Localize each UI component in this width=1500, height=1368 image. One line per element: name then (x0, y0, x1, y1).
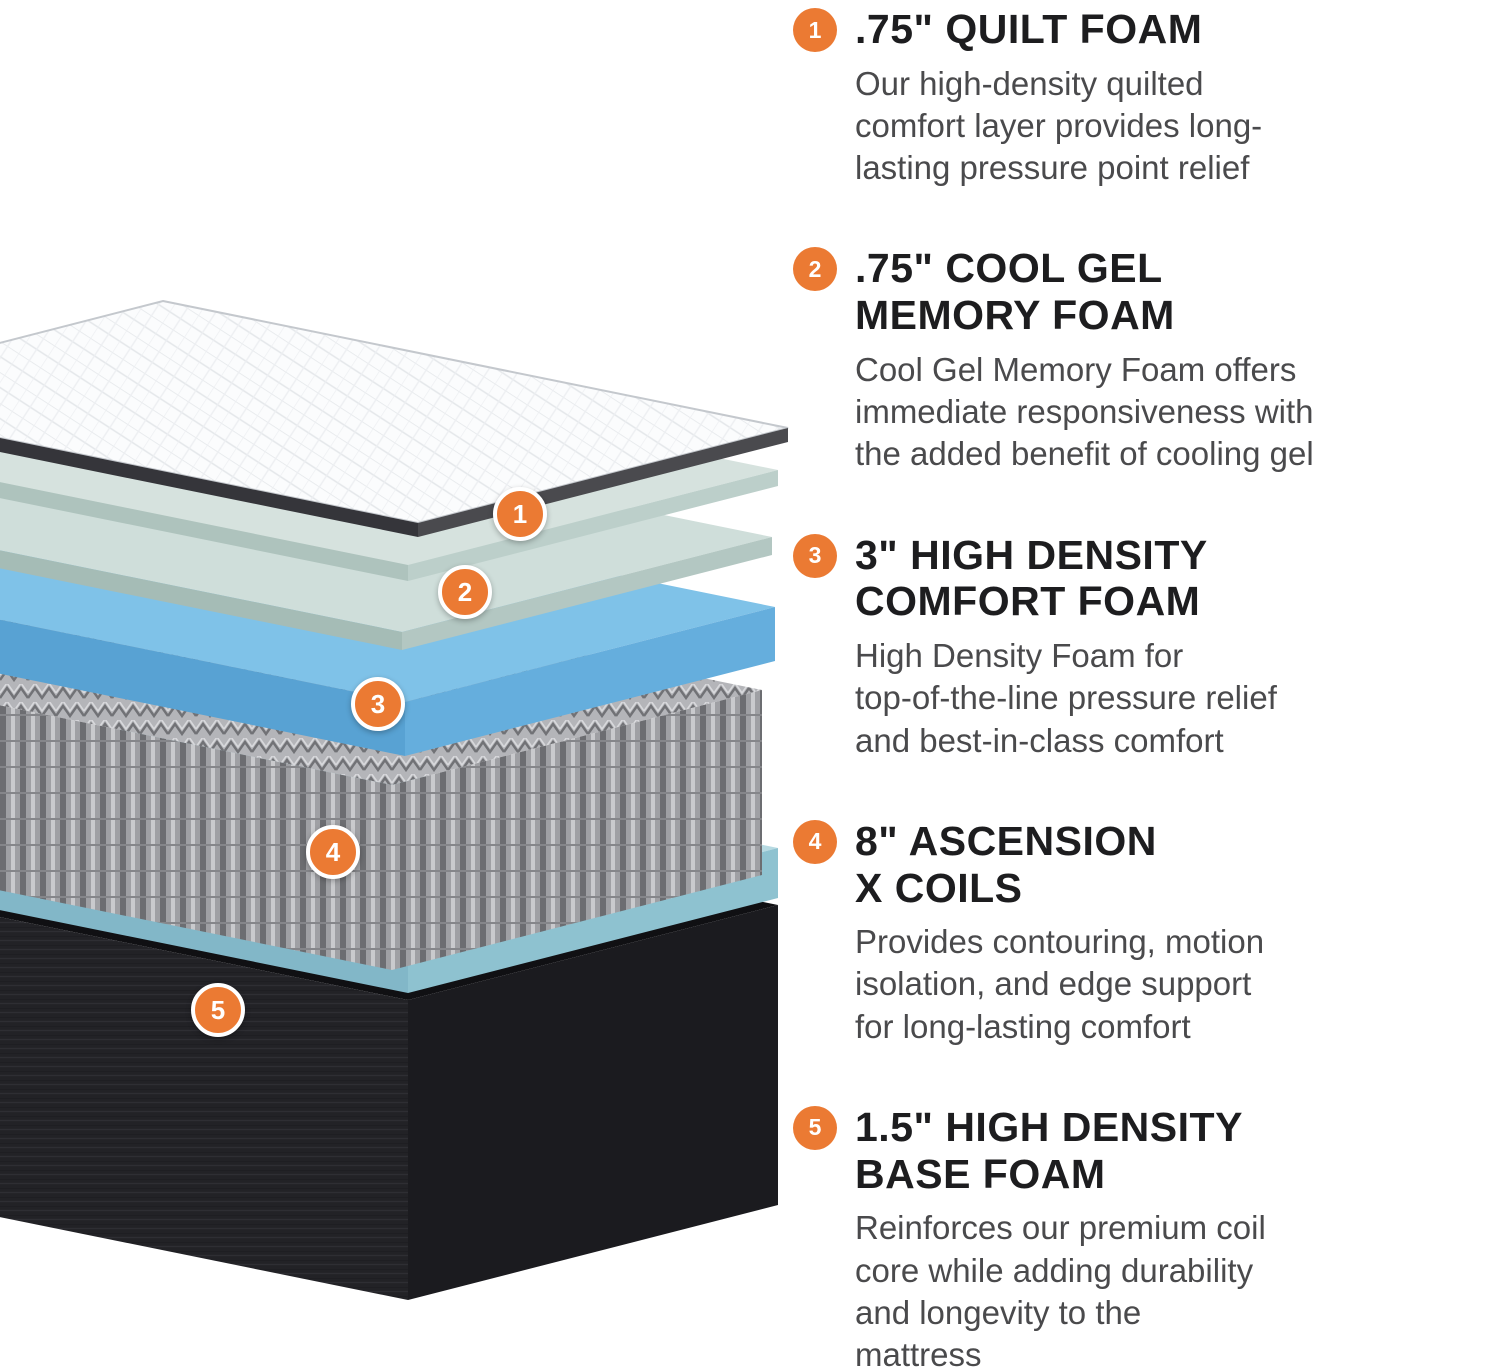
diagram-marker-3: 3 (351, 677, 405, 731)
diagram-marker-2: 2 (438, 565, 492, 619)
diagram-marker-4: 4 (306, 825, 360, 879)
legend-item-cool-gel: 2 .75" COOL GEL MEMORY FOAM Cool Gel Mem… (793, 245, 1486, 475)
legend-number-badge: 2 (793, 247, 837, 292)
layer-title: .75" QUILT FOAM (855, 6, 1203, 52)
layer-title: 8" ASCENSION X COILS (855, 817, 1157, 911)
legend-text-block: 8" ASCENSION X COILS Provides contouring… (855, 818, 1486, 1048)
legend-number-badge: 1 (793, 8, 837, 52)
marker-number: 4 (325, 837, 341, 867)
legend-item-base-foam: 5 1.5" HIGH DENSITY BASE FOAM Reinforces… (793, 1104, 1486, 1368)
layer-title: 1.5" HIGH DENSITY BASE FOAM (855, 1103, 1243, 1197)
legend-number-badge: 5 (793, 1105, 837, 1150)
layer-description: Our high-density quilted comfort layer p… (855, 64, 1263, 187)
legend-column: 1 .75" QUILT FOAM Our high-density quilt… (793, 6, 1498, 1368)
marker-number: 5 (210, 995, 226, 1025)
diagram-marker-1: 1 (493, 487, 547, 541)
layer-description: Cool Gel Memory Foam offers immediate re… (855, 350, 1314, 473)
legend-text-block: .75" COOL GEL MEMORY FOAM Cool Gel Memor… (855, 245, 1486, 475)
legend-text-block: 3" HIGH DENSITY COMFORT FOAM High Densit… (855, 532, 1486, 762)
mattress-diagram: 1 2 3 4 5 (0, 299, 789, 1300)
marker-number: 2 (457, 577, 473, 607)
diagram-marker-5: 5 (191, 983, 245, 1037)
layer-description: Reinforces our premium coil core while a… (855, 1209, 1266, 1368)
legend-number-badge: 3 (793, 533, 837, 578)
layer-title: .75" COOL GEL MEMORY FOAM (855, 245, 1175, 339)
marker-number: 3 (370, 689, 386, 719)
layer-description: High Density Foam for top-of-the-line pr… (855, 637, 1277, 759)
marker-number: 1 (512, 499, 528, 529)
layer-title: 3" HIGH DENSITY COMFORT FOAM (855, 531, 1208, 625)
legend-item-coils: 4 8" ASCENSION X COILS Provides contouri… (793, 818, 1486, 1048)
legend-item-comfort-foam: 3 3" HIGH DENSITY COMFORT FOAM High Dens… (793, 532, 1486, 762)
legend-text-block: 1.5" HIGH DENSITY BASE FOAM Reinforces o… (855, 1104, 1486, 1368)
legend-number-badge: 4 (793, 819, 837, 864)
legend-item-quilt-foam: 1 .75" QUILT FOAM Our high-density quilt… (793, 6, 1486, 189)
mattress-exploded-view (0, 299, 789, 1300)
legend-text-block: .75" QUILT FOAM Our high-density quilted… (855, 6, 1486, 189)
layer-description: Provides contouring, motion isolation, a… (855, 923, 1265, 1045)
